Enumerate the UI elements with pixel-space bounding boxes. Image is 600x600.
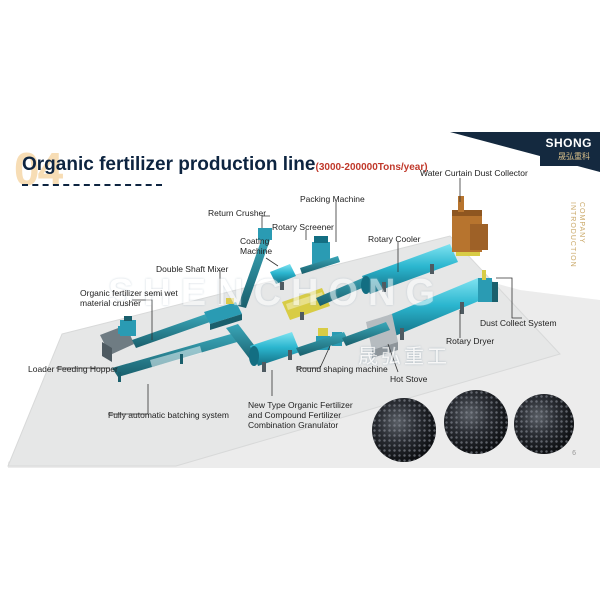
slide: 04 Organic fertilizer production line(30… [0,132,600,468]
rotary-cooler [361,244,458,294]
granule-photo-2 [444,390,508,454]
conveyor-hopper [132,314,210,348]
granule-photo-3 [514,394,574,454]
logo-box [540,132,600,166]
granule-photo-1 [372,398,436,462]
watermark: SHENCHONG [108,272,446,314]
slide-number: 04 [14,143,63,195]
return-crusher-conveyor [238,238,270,308]
combination-granulator [249,332,300,372]
label-return-crusher: Return Crusher [208,208,267,218]
label-packing-machine: Packing Machine [300,194,365,204]
label-dust-collect: Dust Collect System [480,318,557,328]
label-batching-system: Fully automatic batching system [108,410,229,420]
label-semi-wet-crusher: Organic fertilizer semi wet material cru… [80,288,178,308]
label-rotary-cooler: Rotary Cooler [368,234,421,244]
label-granulator: New Type Organic Fertilizer and Compound… [248,400,353,430]
label-rotary-screener: Rotary Screener [272,222,334,232]
label-round-shaping: Round shaping machine [296,364,388,374]
side-text-introduction: INTRODUCTION [569,202,576,268]
label-loader-hopper: Loader Feeding Hopper [28,364,118,374]
coating-machine [270,264,296,290]
conveyor-screener-cooler [316,274,376,306]
title-block: Organic fertilizer production line(3000-… [22,154,428,176]
label-coating-machine: Coating Machine [240,236,273,256]
title-underline [22,184,162,186]
rotary-screener [282,288,330,320]
return-crusher [258,228,272,240]
side-text-company: COMPANY [578,202,585,244]
label-hot-stove: Hot Stove [390,374,428,384]
label-double-shaft-mixer: Double Shaft Mixer [156,264,229,274]
page-title: Organic fertilizer production line [22,154,316,175]
conveyor-granulator-shaping [296,332,348,356]
packing-machine [300,236,340,274]
page-number: 6 [572,450,576,457]
water-curtain-dust-collector [452,196,488,256]
label-water-curtain: Water Curtain Dust Collector [420,168,528,178]
leader-lines [56,178,522,415]
logo-subtitle: 晟弘重科 [558,152,590,161]
double-shaft-mixer [204,298,242,330]
semi-wet-crusher [120,316,136,336]
side-vertical-text: COMPANY INTRODUCTION [569,202,586,268]
page-subtitle: (3000-200000Tons/year) [315,162,428,173]
batching-system [112,332,244,382]
logo: SHONG [545,136,592,150]
conveyor-shaping-dryer [342,322,390,346]
watermark-cn: 晟弘重工 [358,346,450,368]
dust-collect-system [478,270,498,302]
label-rotary-dryer: Rotary Dryer [446,336,495,346]
